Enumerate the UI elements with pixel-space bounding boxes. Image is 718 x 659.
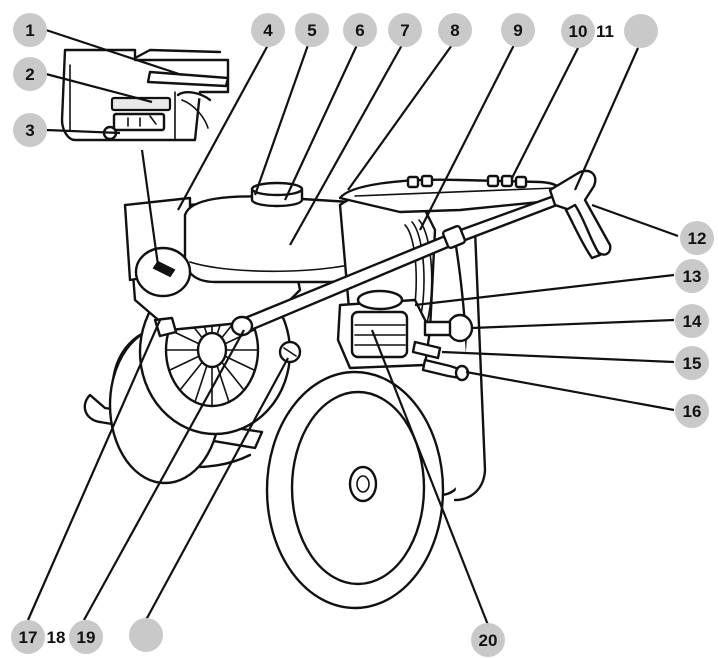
callout-7: 7 [388, 13, 422, 47]
machine-illustration [60, 48, 612, 610]
callout-label-3: 3 [25, 121, 34, 140]
callout-label-18: 18 [47, 628, 66, 647]
leader-16 [465, 370, 675, 412]
leader-1 [45, 28, 183, 77]
callout-3: 3 [13, 113, 47, 147]
callout-6: 6 [343, 13, 377, 47]
callout-label-7: 7 [400, 21, 409, 40]
callout-2: 2 [13, 57, 47, 91]
callout-11-badge [624, 14, 658, 48]
callout-label-16: 16 [683, 402, 702, 421]
callout-label-20: 20 [479, 631, 498, 650]
leader-3 [45, 128, 121, 135]
hose-holder-hooks [406, 174, 528, 189]
leader-17 [26, 319, 162, 621]
callout-label-11: 11 [596, 22, 614, 41]
callout-12: 12 [680, 221, 714, 255]
gun-trigger [564, 203, 602, 260]
pressure-regulator [446, 313, 474, 343]
callout-label-6: 6 [355, 21, 364, 40]
leader-13 [414, 273, 675, 307]
callout-14: 14 [675, 304, 709, 338]
callout-label-5: 5 [307, 21, 316, 40]
callout-label-12: 12 [688, 229, 707, 248]
leader-19b [145, 357, 289, 621]
callout-label-13: 13 [683, 267, 702, 286]
callout-label-4: 4 [263, 21, 273, 40]
callout-4: 4 [251, 13, 285, 47]
leader-7 [289, 44, 403, 246]
leader-inset [140, 149, 160, 266]
callout-label-17: 17 [19, 628, 38, 647]
callout-15: 15 [675, 346, 709, 380]
callout-8: 8 [438, 13, 472, 47]
leader-6 [284, 44, 358, 201]
callout-label-14: 14 [683, 312, 702, 331]
leader-2 [45, 72, 153, 104]
callout-label-15: 15 [683, 354, 702, 373]
callout-label-1: 1 [25, 21, 34, 40]
callout-5: 5 [295, 13, 329, 47]
callout-9: 9 [501, 13, 535, 47]
wand-coupler [441, 224, 467, 250]
callout-1: 1 [13, 13, 47, 47]
leader-8 [347, 44, 453, 191]
callout-label-19: 19 [77, 628, 96, 647]
callout-badges: 1 2 3 4 5 6 7 [11, 13, 714, 657]
leader-12 [591, 203, 679, 238]
leader-lines [26, 28, 679, 626]
leader-10 [511, 47, 579, 179]
callout-19-badge [129, 618, 163, 652]
leader-14 [471, 318, 675, 330]
callout-13: 13 [675, 259, 709, 293]
callout-label-9: 9 [513, 21, 522, 40]
callout-label-10: 10 [569, 22, 588, 41]
wheel-hub [348, 465, 378, 503]
leader-19 [83, 329, 245, 621]
pump-assembly [336, 289, 432, 370]
leader-15 [441, 350, 675, 364]
callout-20: 20 [471, 623, 505, 657]
callout-16: 16 [675, 394, 709, 428]
leader-4 [177, 44, 269, 211]
leader-5 [253, 44, 310, 196]
callout-label-8: 8 [450, 21, 459, 40]
callout-17: 17 [11, 620, 45, 654]
callout-label-2: 2 [25, 65, 34, 84]
hp-outlet [411, 340, 442, 360]
leader-11 [573, 47, 640, 191]
callout-19: 19 [69, 620, 103, 654]
leader-9 [419, 44, 515, 231]
callout-10: 10 [561, 14, 595, 48]
leader-20 [370, 329, 490, 626]
